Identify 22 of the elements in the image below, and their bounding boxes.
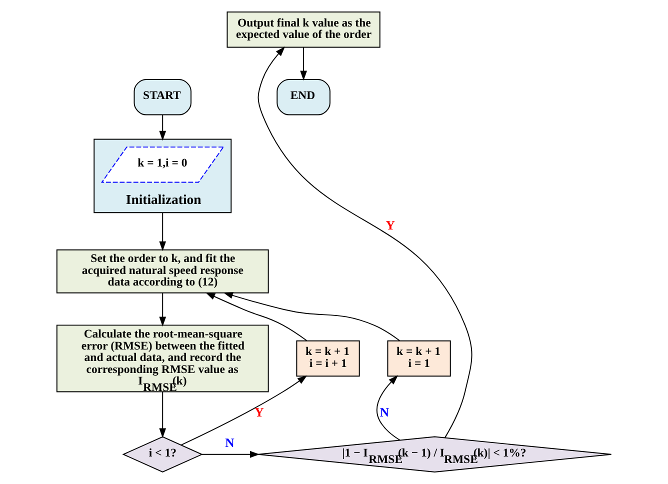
edge-label: N (225, 436, 234, 450)
node-box: k = k + 1 i = 1 (387, 340, 451, 377)
arrow (258, 46, 472, 438)
arrow (376, 375, 400, 441)
node-box: k = k + 1 i = i + 1 (296, 340, 360, 377)
node-diamond: i < 1? (122, 436, 204, 473)
node-box: Set the order to k, and fit the acquired natural speed response data according to (12) (56, 249, 269, 294)
arrow (159, 114, 166, 141)
arrow (180, 375, 308, 446)
edge-label: Y (386, 218, 395, 233)
edge-label: Y (254, 406, 264, 420)
node-box: START (134, 79, 192, 116)
node-box: Output final k value as the expected value of the order (226, 12, 380, 48)
arrow (300, 46, 307, 81)
arrow (205, 292, 308, 342)
arrow (159, 391, 166, 438)
edge-label: N (380, 406, 390, 420)
arrow (159, 212, 166, 252)
arrow (201, 450, 260, 458)
arrow (159, 292, 166, 327)
node-box: END (276, 79, 330, 116)
arrow (223, 292, 400, 342)
